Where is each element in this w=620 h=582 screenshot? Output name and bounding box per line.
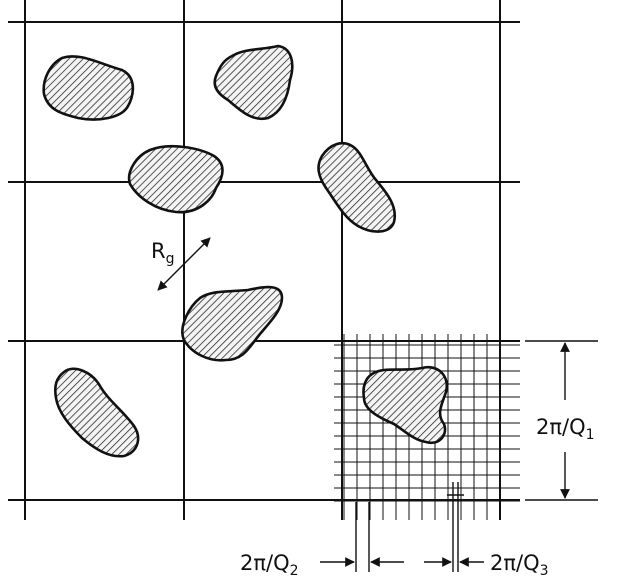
domains xyxy=(44,46,447,456)
domain-blob-6 xyxy=(55,369,138,456)
domain-blob-4 xyxy=(319,143,395,231)
domain-blob-2 xyxy=(215,46,293,119)
domain-blob-7 xyxy=(363,367,446,443)
q3-label: 2π/Q3 xyxy=(490,551,549,579)
q2-dimension: 2π/Q2 xyxy=(240,502,404,579)
rg-label: Rg xyxy=(151,239,174,267)
domain-blob-5 xyxy=(182,287,282,360)
q2-label: 2π/Q2 xyxy=(240,551,299,579)
q3-dimension: 2π/Q3 xyxy=(424,482,549,579)
domain-blob-3 xyxy=(129,146,222,212)
q1-dimension: 2π/Q1 xyxy=(525,341,598,500)
domain-blob-1 xyxy=(44,56,133,119)
q1-label: 2π/Q1 xyxy=(536,415,595,443)
rg-annotation: Rg xyxy=(151,238,210,290)
